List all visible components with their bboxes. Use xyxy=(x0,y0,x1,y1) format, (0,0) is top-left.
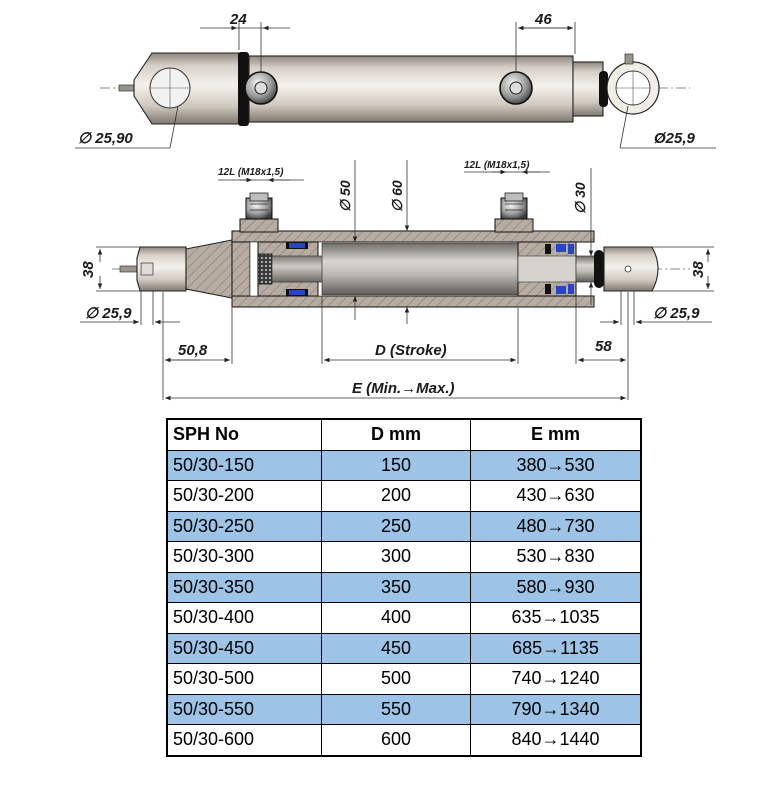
dia-top-right: Ø25,9 xyxy=(654,130,696,147)
len-left: 50,8 xyxy=(178,342,208,359)
height-right: 38 xyxy=(690,261,707,278)
cell-d-mm: 500 xyxy=(321,663,471,695)
cell-e-mm: 740→1240 xyxy=(470,663,642,695)
cell-e-mm: 580→930 xyxy=(470,571,642,603)
cell-d-mm: 350 xyxy=(321,571,471,603)
cell-d-mm: 550 xyxy=(321,693,471,725)
table-row: 50/30-150 150 380→530 xyxy=(166,449,642,481)
table-header-row: SPH No D mm E mm xyxy=(166,418,642,451)
cell-e-mm: 430→630 xyxy=(470,480,642,512)
cell-e-mm: 530→830 xyxy=(470,541,642,573)
port-label-right: 12L (M18x1,5) xyxy=(464,160,530,171)
col-header-e-mm: E mm xyxy=(470,418,642,451)
cell-e-mm: 840→1440 xyxy=(470,724,642,756)
table-row: 50/30-200 200 430→630 xyxy=(166,480,642,512)
cell-sph-no: 50/30-350 xyxy=(166,571,322,603)
dim-top-left: 24 xyxy=(229,11,247,28)
cell-sph-no: 50/30-450 xyxy=(166,632,322,664)
dia-rod: ∅ 30 xyxy=(572,182,588,214)
section-view: 12L (M18x1,5) 12L (M18x1,5) ∅ 50 ∅ 60 ∅ … xyxy=(80,160,714,401)
cell-d-mm: 600 xyxy=(321,724,471,756)
dia-pin-left: ∅ 25,9 xyxy=(85,305,132,322)
dia-pin-right: ∅ 25,9 xyxy=(653,305,700,322)
cell-sph-no: 50/30-550 xyxy=(166,693,322,725)
cell-e-mm: 635→1035 xyxy=(470,602,642,634)
cylinder-drawing: 24 46 ∅ 25,90 Ø25,9 xyxy=(75,11,716,401)
dia-outer: ∅ 60 xyxy=(389,180,405,212)
cell-e-mm: 380→530 xyxy=(470,449,642,481)
cell-d-mm: 250 xyxy=(321,510,471,542)
table-row: 50/30-550 550 790→1340 xyxy=(166,693,642,725)
table-row: 50/30-450 450 685→1135 xyxy=(166,632,642,664)
cell-sph-no: 50/30-500 xyxy=(166,663,322,695)
len-stroke: D (Stroke) xyxy=(375,342,447,359)
table-row: 50/30-500 500 740→1240 xyxy=(166,663,642,695)
cell-e-mm: 685→1135 xyxy=(470,632,642,664)
top-view: 24 46 ∅ 25,90 Ø25,9 xyxy=(75,11,716,149)
port-fitting-left xyxy=(239,192,279,233)
cell-d-mm: 150 xyxy=(321,449,471,481)
port-label-left: 12L (M18x1,5) xyxy=(218,167,284,178)
cell-sph-no: 50/30-150 xyxy=(166,449,322,481)
port-fitting-right xyxy=(494,192,534,233)
cell-d-mm: 450 xyxy=(321,632,471,664)
len-total: E (Min.→Max.) xyxy=(352,380,455,397)
cell-sph-no: 50/30-200 xyxy=(166,480,322,512)
spec-table: SPH No D mm E mm 50/30-150 150 380→530 5… xyxy=(166,418,642,757)
cell-d-mm: 200 xyxy=(321,480,471,512)
cell-e-mm: 790→1340 xyxy=(470,693,642,725)
cell-d-mm: 400 xyxy=(321,602,471,634)
dia-top-left: ∅ 25,90 xyxy=(78,130,133,147)
len-right: 58 xyxy=(595,338,612,355)
dim-top-right: 46 xyxy=(534,11,552,28)
cell-e-mm: 480→730 xyxy=(470,510,642,542)
cell-sph-no: 50/30-600 xyxy=(166,724,322,756)
dia-bore: ∅ 50 xyxy=(337,180,353,212)
table-row: 50/30-250 250 480→730 xyxy=(166,510,642,542)
table-row: 50/30-400 400 635→1035 xyxy=(166,602,642,634)
table-row: 50/30-600 600 840→1440 xyxy=(166,724,642,756)
cell-sph-no: 50/30-400 xyxy=(166,602,322,634)
cell-sph-no: 50/30-250 xyxy=(166,510,322,542)
col-header-d-mm: D mm xyxy=(321,418,471,451)
cell-sph-no: 50/30-300 xyxy=(166,541,322,573)
height-left: 38 xyxy=(80,261,97,278)
table-row: 50/30-350 350 580→930 xyxy=(166,571,642,603)
cell-d-mm: 300 xyxy=(321,541,471,573)
col-header-sph-no: SPH No xyxy=(166,418,322,451)
table-row: 50/30-300 300 530→830 xyxy=(166,541,642,573)
